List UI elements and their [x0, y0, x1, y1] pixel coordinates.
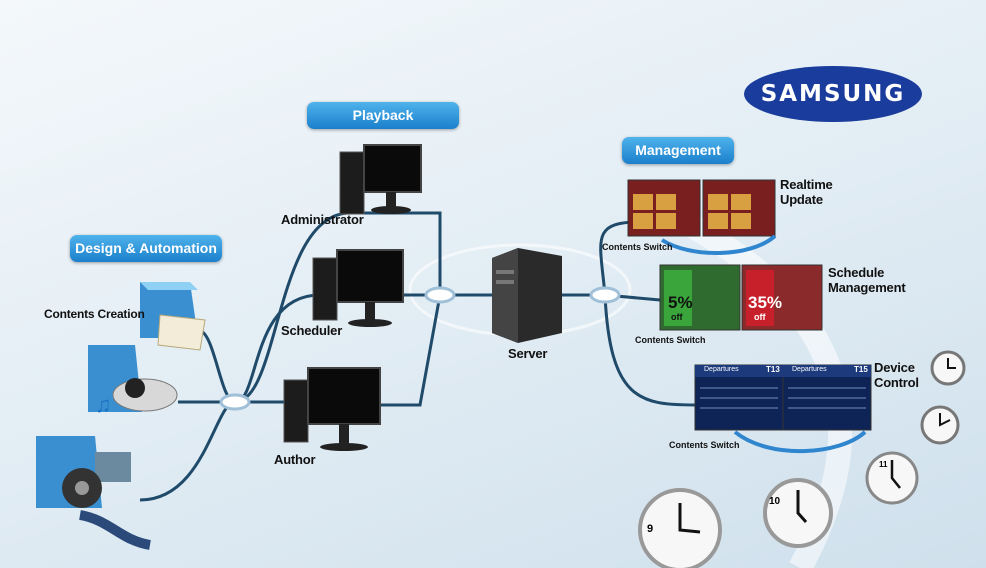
- author-label: Author: [274, 452, 316, 467]
- sale-percent-right: 35%: [748, 293, 783, 312]
- clock-small-1: [930, 350, 966, 386]
- svg-text:♫: ♫: [95, 392, 112, 417]
- sale-off-left: off: [671, 312, 683, 322]
- link-author-hub: [370, 294, 442, 407]
- video-icon: [36, 436, 152, 550]
- clock-9-number: 9: [647, 523, 654, 535]
- clock-9: [638, 488, 722, 568]
- clock-11: [865, 451, 919, 505]
- server-label: Server: [508, 346, 548, 361]
- server-icon: [492, 248, 562, 343]
- device-label-1: Device: [874, 360, 915, 375]
- device-label-2: Control: [874, 375, 919, 390]
- administrator-workstation-icon: [339, 144, 422, 215]
- schedule-label-2: Management: [828, 280, 906, 295]
- hub-center: [424, 286, 456, 304]
- contents-creation-icon: [140, 282, 206, 351]
- link-device: [603, 294, 696, 407]
- clock-small-2: [920, 405, 960, 445]
- clock-11-number: 11: [879, 460, 888, 469]
- contents-creation-label: Contents Creation: [44, 307, 145, 321]
- administrator-label: Administrator: [281, 212, 364, 227]
- realtime-label-1: Realtime: [780, 177, 833, 192]
- departures-label-left: Departures: [704, 366, 739, 373]
- contents-switch-label-3: Contents Switch: [669, 440, 740, 450]
- departures-label-right: Departures: [792, 366, 827, 373]
- sale-off-right: off: [754, 312, 766, 322]
- link-video: [139, 400, 236, 502]
- clock-10: [763, 478, 833, 548]
- hubs: [219, 286, 621, 411]
- link-realtime: [599, 220, 641, 296]
- samsung-logo: SAMSUNG: [744, 66, 922, 122]
- scheduler-label: Scheduler: [281, 323, 343, 338]
- schedule-screens-icon: [659, 264, 823, 331]
- clocks: [638, 350, 966, 568]
- connection-lines: [139, 211, 696, 502]
- device-screens-icon: [694, 364, 872, 454]
- music-icon: ♫: [88, 345, 178, 417]
- schedule-label-1: Schedule: [828, 265, 885, 280]
- gate-label-left: T13: [766, 365, 780, 374]
- playback-badge: Playback: [307, 102, 459, 129]
- sale-percent-left: 5%: [668, 293, 693, 312]
- clock-10-number: 10: [769, 496, 781, 507]
- link-creation: [197, 328, 236, 404]
- hub-right: [589, 286, 621, 304]
- author-workstation-icon: [283, 367, 381, 451]
- management-badge: Management: [622, 137, 734, 164]
- realtime-label-2: Update: [780, 192, 823, 207]
- realtime-screens-icon: [627, 179, 777, 255]
- link-admin: [234, 211, 351, 404]
- gate-label-right: T15: [854, 365, 868, 374]
- hub-left: [219, 393, 251, 411]
- design-automation-badge: Design & Automation: [70, 235, 222, 262]
- scheduler-workstation-icon: [312, 249, 404, 327]
- contents-switch-label-2: Contents Switch: [635, 335, 706, 345]
- contents-switch-label-1: Contents Switch: [602, 242, 673, 252]
